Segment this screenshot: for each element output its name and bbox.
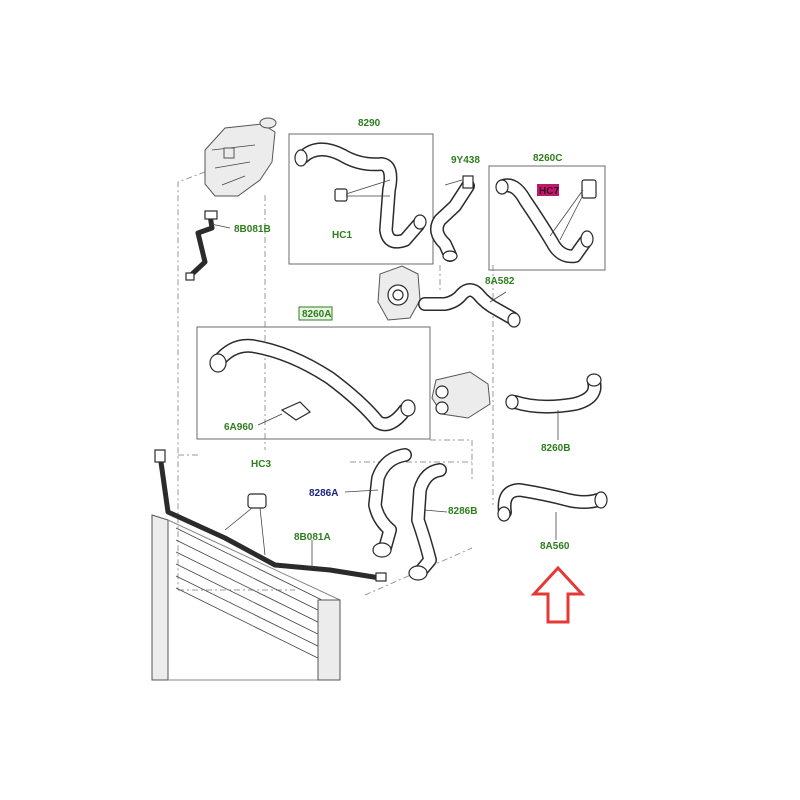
hose-8260b: [505, 373, 602, 414]
hose-9y438: [429, 175, 475, 262]
label-8a560: 8A560: [540, 541, 570, 552]
label-6a960: 6A960: [224, 422, 254, 433]
label-8286b: 8286B: [448, 506, 477, 517]
dashed-assembly-lines: [177, 171, 494, 596]
hose-8a582: [418, 283, 521, 328]
label-8260b: 8260B: [541, 443, 570, 454]
label-8290: 8290: [358, 118, 381, 129]
radiator: [151, 514, 341, 681]
label-8260a: 8260A: [302, 309, 331, 320]
expansion-tank: [204, 117, 277, 197]
water-pump: [377, 265, 421, 321]
hose-8260c: [495, 178, 597, 264]
clip-hc1: [334, 179, 391, 202]
frame-8290: [288, 133, 434, 265]
frame-8260c: [488, 165, 606, 271]
hose-8a560: [497, 483, 608, 522]
hose-8290: [294, 142, 427, 249]
label-8b081a: 8B081A: [294, 532, 331, 543]
harness-8b081a: [154, 449, 387, 582]
leader-lines: [210, 179, 559, 568]
label-9y438: 9Y438: [451, 155, 480, 166]
thermostat-housing: [431, 371, 491, 419]
hose-8260a: [209, 338, 416, 432]
label-8b081b: 8B081B: [234, 224, 271, 235]
up-arrow-outline-icon: [530, 565, 586, 624]
frame-8260a: [196, 326, 431, 440]
label-8a582: 8A582: [485, 276, 515, 287]
bracket-6a960: [257, 401, 311, 426]
hose-8286b: [408, 463, 447, 581]
hose-8286a: [368, 448, 412, 558]
clip-hc3: [224, 493, 267, 556]
hc7-highlight: [537, 184, 559, 196]
label-8260c: 8260C: [533, 153, 562, 164]
label-hc1: HC1: [332, 230, 352, 241]
harness-8b081b: [185, 210, 218, 281]
label-8286a: 8286A: [309, 488, 338, 499]
label-hc7: HC7: [539, 186, 559, 197]
label-hc3: HC3: [251, 459, 271, 470]
label-8260a-box: [298, 306, 333, 321]
